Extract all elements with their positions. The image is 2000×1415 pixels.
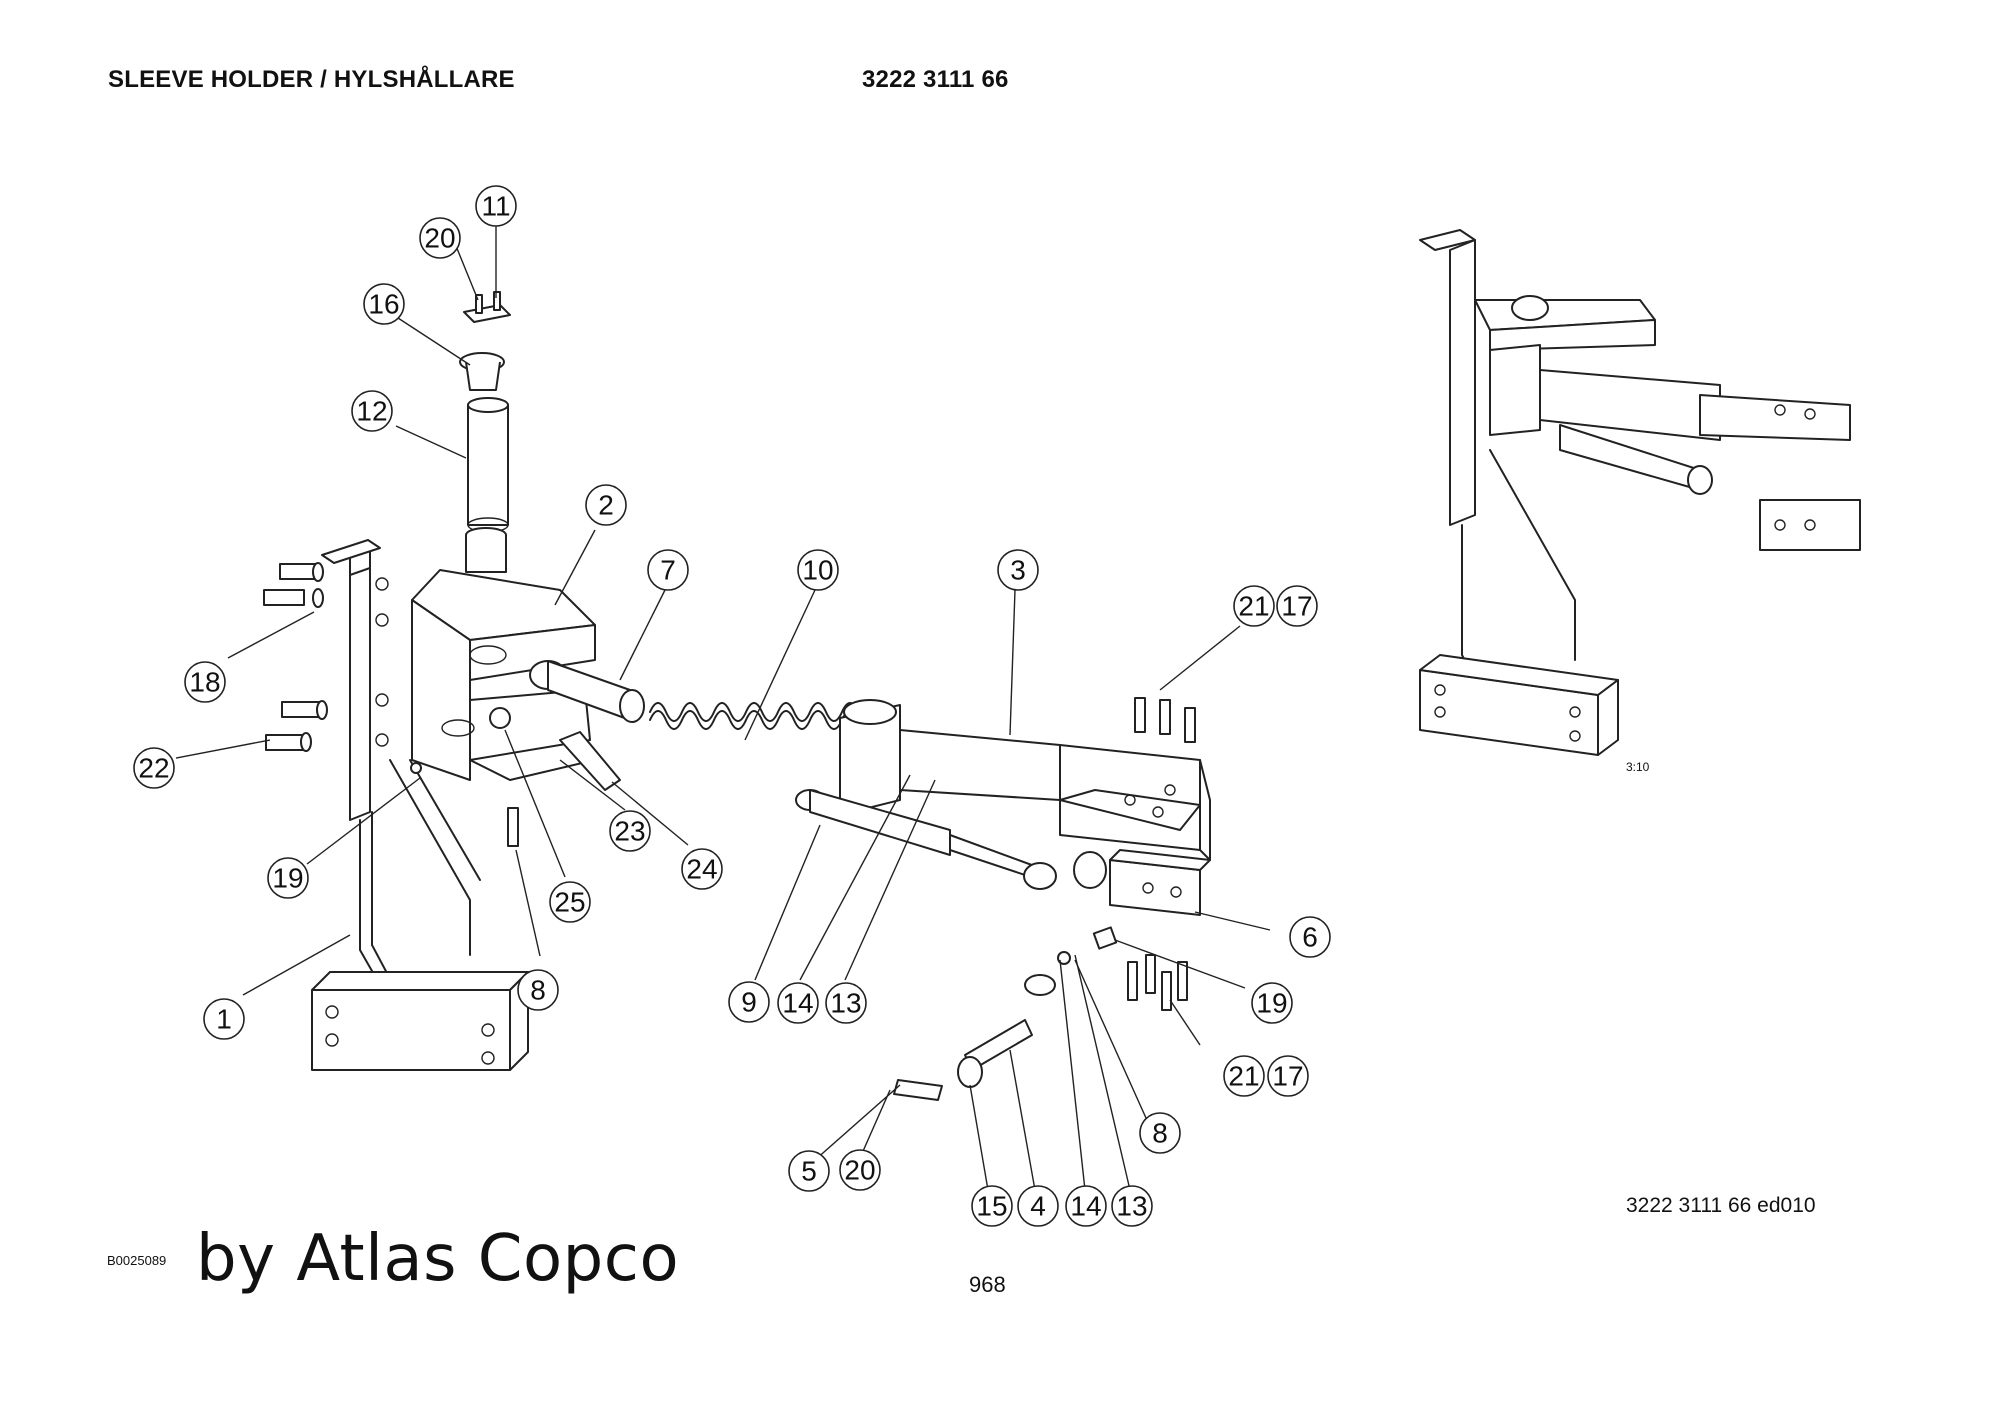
callout-14b: 14	[1065, 1185, 1107, 1227]
callout-21b: 21	[1223, 1055, 1265, 1097]
svg-text:24: 24	[686, 854, 717, 885]
svg-text:13: 13	[830, 988, 861, 1019]
callout-19b: 19	[1251, 982, 1293, 1024]
part-3-arm-beam	[839, 699, 1211, 861]
callout-8: 8	[517, 969, 559, 1011]
svg-text:7: 7	[660, 555, 676, 586]
svg-text:23: 23	[614, 816, 645, 847]
callout-20: 20	[419, 217, 461, 259]
svg-text:15: 15	[976, 1191, 1007, 1222]
callout-22: 22	[133, 747, 175, 789]
callout-24: 24	[681, 848, 723, 890]
svg-text:2: 2	[598, 490, 614, 521]
page-title: SLEEVE HOLDER / HYLSHÅLLARE	[108, 66, 515, 93]
part-6-lower-bracket	[1073, 849, 1211, 916]
image-reference: B0025089	[107, 1253, 167, 1268]
callout-13b: 13	[1111, 1185, 1153, 1227]
callout-5: 5	[788, 1150, 830, 1192]
part-number: 3222 3111 66	[862, 66, 1009, 93]
svg-text:19: 19	[1256, 988, 1287, 1019]
part-2-bracket-housing	[411, 569, 596, 781]
svg-text:21: 21	[1238, 591, 1269, 622]
svg-text:16: 16	[368, 289, 399, 320]
svg-text:25: 25	[554, 887, 585, 918]
brand-text: by Atlas Copco	[196, 1222, 680, 1296]
inset-assembled-view	[1419, 229, 1861, 756]
callout-14: 14	[777, 982, 819, 1024]
svg-text:4: 4	[1030, 1191, 1046, 1222]
svg-text:14: 14	[1070, 1191, 1101, 1222]
callout-17: 17	[1276, 585, 1318, 627]
callout-8b: 8	[1139, 1112, 1181, 1154]
part-7-cylinder-mount	[529, 660, 645, 723]
svg-text:8: 8	[530, 975, 546, 1006]
callout-23: 23	[609, 810, 651, 852]
svg-text:3: 3	[1010, 555, 1026, 586]
svg-text:10: 10	[802, 555, 833, 586]
callout-16: 16	[363, 283, 405, 325]
part-1-base-frame	[311, 539, 529, 1071]
part-9-hydraulic-cylinder	[795, 789, 1057, 890]
svg-text:19: 19	[272, 863, 303, 894]
part-10-spring	[649, 702, 875, 730]
callout-10: 10	[797, 549, 839, 591]
callout-15: 15	[971, 1185, 1013, 1227]
lower-bushing	[465, 527, 507, 573]
callout-1: 1	[203, 998, 245, 1040]
callout-19: 19	[267, 857, 309, 899]
svg-text:9: 9	[741, 987, 757, 1018]
svg-text:11: 11	[481, 191, 510, 222]
svg-text:6: 6	[1302, 922, 1318, 953]
inset-scale-label: 3:10	[1626, 760, 1650, 774]
svg-text:8: 8	[1152, 1118, 1168, 1149]
svg-text:14: 14	[782, 988, 813, 1019]
callout-21: 21	[1233, 585, 1275, 627]
svg-text:20: 20	[424, 223, 455, 254]
callout-9: 9	[728, 981, 770, 1023]
callout-11: 11	[475, 185, 517, 227]
callout-6: 6	[1289, 916, 1331, 958]
document-reference: 3222 3111 66 ed010	[1626, 1194, 1816, 1217]
callout-7: 7	[647, 549, 689, 591]
leader-lines	[175, 222, 1271, 1191]
svg-text:21: 21	[1228, 1061, 1259, 1092]
svg-text:12: 12	[356, 396, 387, 427]
svg-text:17: 17	[1272, 1061, 1303, 1092]
svg-text:1: 1	[216, 1004, 232, 1035]
callout-17b: 17	[1267, 1055, 1309, 1097]
part-12-sleeve	[467, 397, 509, 533]
svg-text:22: 22	[138, 753, 169, 784]
svg-text:20: 20	[844, 1155, 875, 1186]
part-11-clamp-plate	[463, 291, 511, 323]
callout-13: 13	[825, 982, 867, 1024]
small-hardware	[263, 562, 1196, 1101]
callout-18: 18	[184, 661, 226, 703]
page-number: 968	[969, 1272, 1006, 1297]
svg-text:13: 13	[1116, 1191, 1147, 1222]
svg-text:5: 5	[801, 1156, 817, 1187]
callout-4: 4	[1017, 1185, 1059, 1227]
callout-25: 25	[549, 881, 591, 923]
svg-text:18: 18	[189, 667, 220, 698]
callout-3: 3	[997, 549, 1039, 591]
svg-text:17: 17	[1281, 591, 1312, 622]
part-16-flange-bushing	[459, 352, 505, 391]
callout-12: 12	[351, 390, 393, 432]
callout-2: 2	[585, 484, 627, 526]
callout-20b: 20	[839, 1149, 881, 1191]
